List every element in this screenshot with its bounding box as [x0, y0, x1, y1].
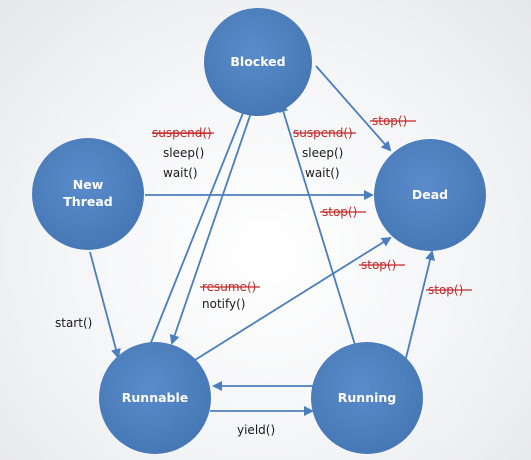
label-sleep-right: sleep() [302, 146, 343, 160]
node-running-label: Running [338, 390, 396, 405]
edge-blocked-to-runnable [169, 106, 254, 345]
edge-blocked-to-dead [315, 65, 392, 152]
label-start: start() [55, 316, 92, 330]
edge-running-to-dead [405, 250, 435, 359]
label-sleep-left: sleep() [163, 146, 204, 160]
edge-runnable-to-blocked [149, 101, 249, 346]
edge-runnable-to-dead [194, 236, 392, 361]
label-wait-right: wait() [305, 166, 340, 180]
node-new-thread: New Thread [32, 138, 144, 250]
deprecated-labels: suspend() suspend() stop() stop() stop()… [152, 114, 472, 297]
edge-new-to-runnable [89, 251, 121, 359]
edges [89, 65, 435, 416]
method-labels: sleep() wait() sleep() wait() notify() s… [55, 146, 343, 437]
node-new-thread-label-line1: New [73, 177, 104, 192]
node-runnable: Runnable [99, 342, 211, 454]
node-dead: Dead [374, 139, 486, 251]
node-blocked-label: Blocked [230, 54, 285, 69]
label-notify: notify() [202, 297, 245, 311]
node-new-thread-label-line2: Thread [63, 194, 112, 209]
node-blocked: Blocked [204, 8, 312, 116]
node-runnable-label: Runnable [122, 390, 188, 405]
edge-running-to-blocked [278, 102, 356, 346]
node-dead-label: Dead [412, 187, 448, 202]
label-wait-left: wait() [163, 166, 198, 180]
label-yield: yield() [237, 423, 275, 437]
node-running: Running [311, 342, 423, 454]
